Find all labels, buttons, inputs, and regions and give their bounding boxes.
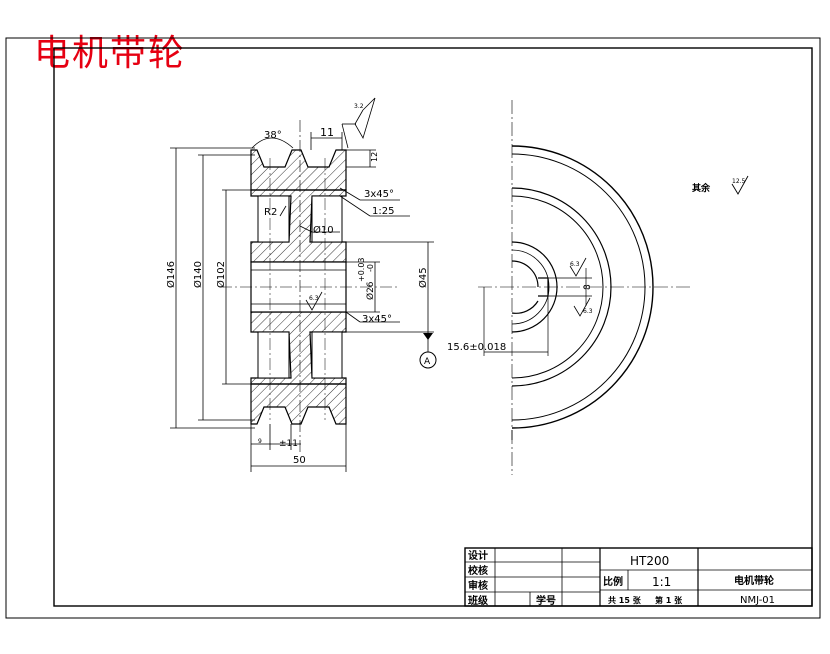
tb-drawing-no: NMJ-01 bbox=[740, 595, 775, 606]
rest-rough: 12.5 bbox=[732, 178, 746, 185]
dim-bore: Ø26 bbox=[365, 281, 376, 300]
key-depth: 15.6±0.018 bbox=[447, 342, 506, 353]
tb-scale-label: 比例 bbox=[603, 575, 623, 588]
dim-bore-tol-upper: +0.03 bbox=[357, 257, 366, 282]
side-view bbox=[305, 97, 749, 475]
tb-material: HT200 bbox=[630, 554, 669, 568]
dim-taper: 1:25 bbox=[372, 206, 394, 217]
dim-pitch-mid: ±11 bbox=[279, 439, 298, 449]
dim-pitch-left: 9 bbox=[258, 438, 262, 445]
inner-frame bbox=[53, 47, 813, 607]
outer-frame bbox=[5, 37, 821, 619]
dim-groove-angle: 38° bbox=[264, 130, 282, 141]
title-block bbox=[464, 547, 813, 607]
tb-check: 校核 bbox=[468, 564, 488, 577]
tb-scale: 1:1 bbox=[652, 575, 671, 589]
dim-outer-diameter: Ø146 bbox=[165, 261, 177, 288]
lower-rim bbox=[250, 383, 347, 425]
dim-groove-width: 11 bbox=[320, 126, 334, 139]
rough-side-a: 6.3 bbox=[570, 261, 580, 268]
dim-radius: R2 bbox=[264, 207, 277, 218]
tb-design: 设计 bbox=[468, 549, 488, 562]
dim-hub-diameter: Ø45 bbox=[417, 267, 429, 288]
rough-hub: 6.3 bbox=[309, 295, 319, 302]
dim-width: 50 bbox=[293, 455, 306, 466]
dim-inner-diameter: Ø102 bbox=[215, 261, 227, 288]
dim-groove-depth: 12 bbox=[370, 152, 379, 162]
dim-chamfer-top: 3x45° bbox=[364, 189, 394, 200]
tb-sheets: 共 15 张 bbox=[608, 595, 642, 605]
dim-chamfer-bottom: 3x45° bbox=[362, 314, 392, 325]
key-width: 8 bbox=[583, 284, 593, 290]
upper-rim bbox=[250, 149, 347, 191]
tb-student-no: 学号 bbox=[536, 594, 556, 607]
datum-a-circle bbox=[419, 351, 437, 369]
dim-bore-tol-lower: -0 bbox=[366, 264, 375, 272]
drawing-title: 电机带轮 bbox=[34, 33, 187, 74]
dim-pitch-diameter: Ø140 bbox=[192, 261, 204, 288]
tb-class: 班级 bbox=[468, 594, 489, 607]
rough-top: 3.2 bbox=[354, 103, 364, 110]
section-view: 38° 11 12 3.2 3x45° 1:25 R2 Ø10 Ø146 Ø14… bbox=[165, 97, 437, 472]
rough-side-b: 6.3 bbox=[583, 308, 593, 315]
datum-a-label: A bbox=[424, 357, 431, 367]
dim-hole: Ø10 bbox=[313, 224, 334, 236]
tb-sheet-no: 第 1 张 bbox=[655, 595, 683, 605]
tb-part-name: 电机带轮 bbox=[734, 574, 774, 587]
rest-label: 其余 bbox=[692, 182, 711, 194]
tb-review: 审核 bbox=[468, 579, 488, 592]
